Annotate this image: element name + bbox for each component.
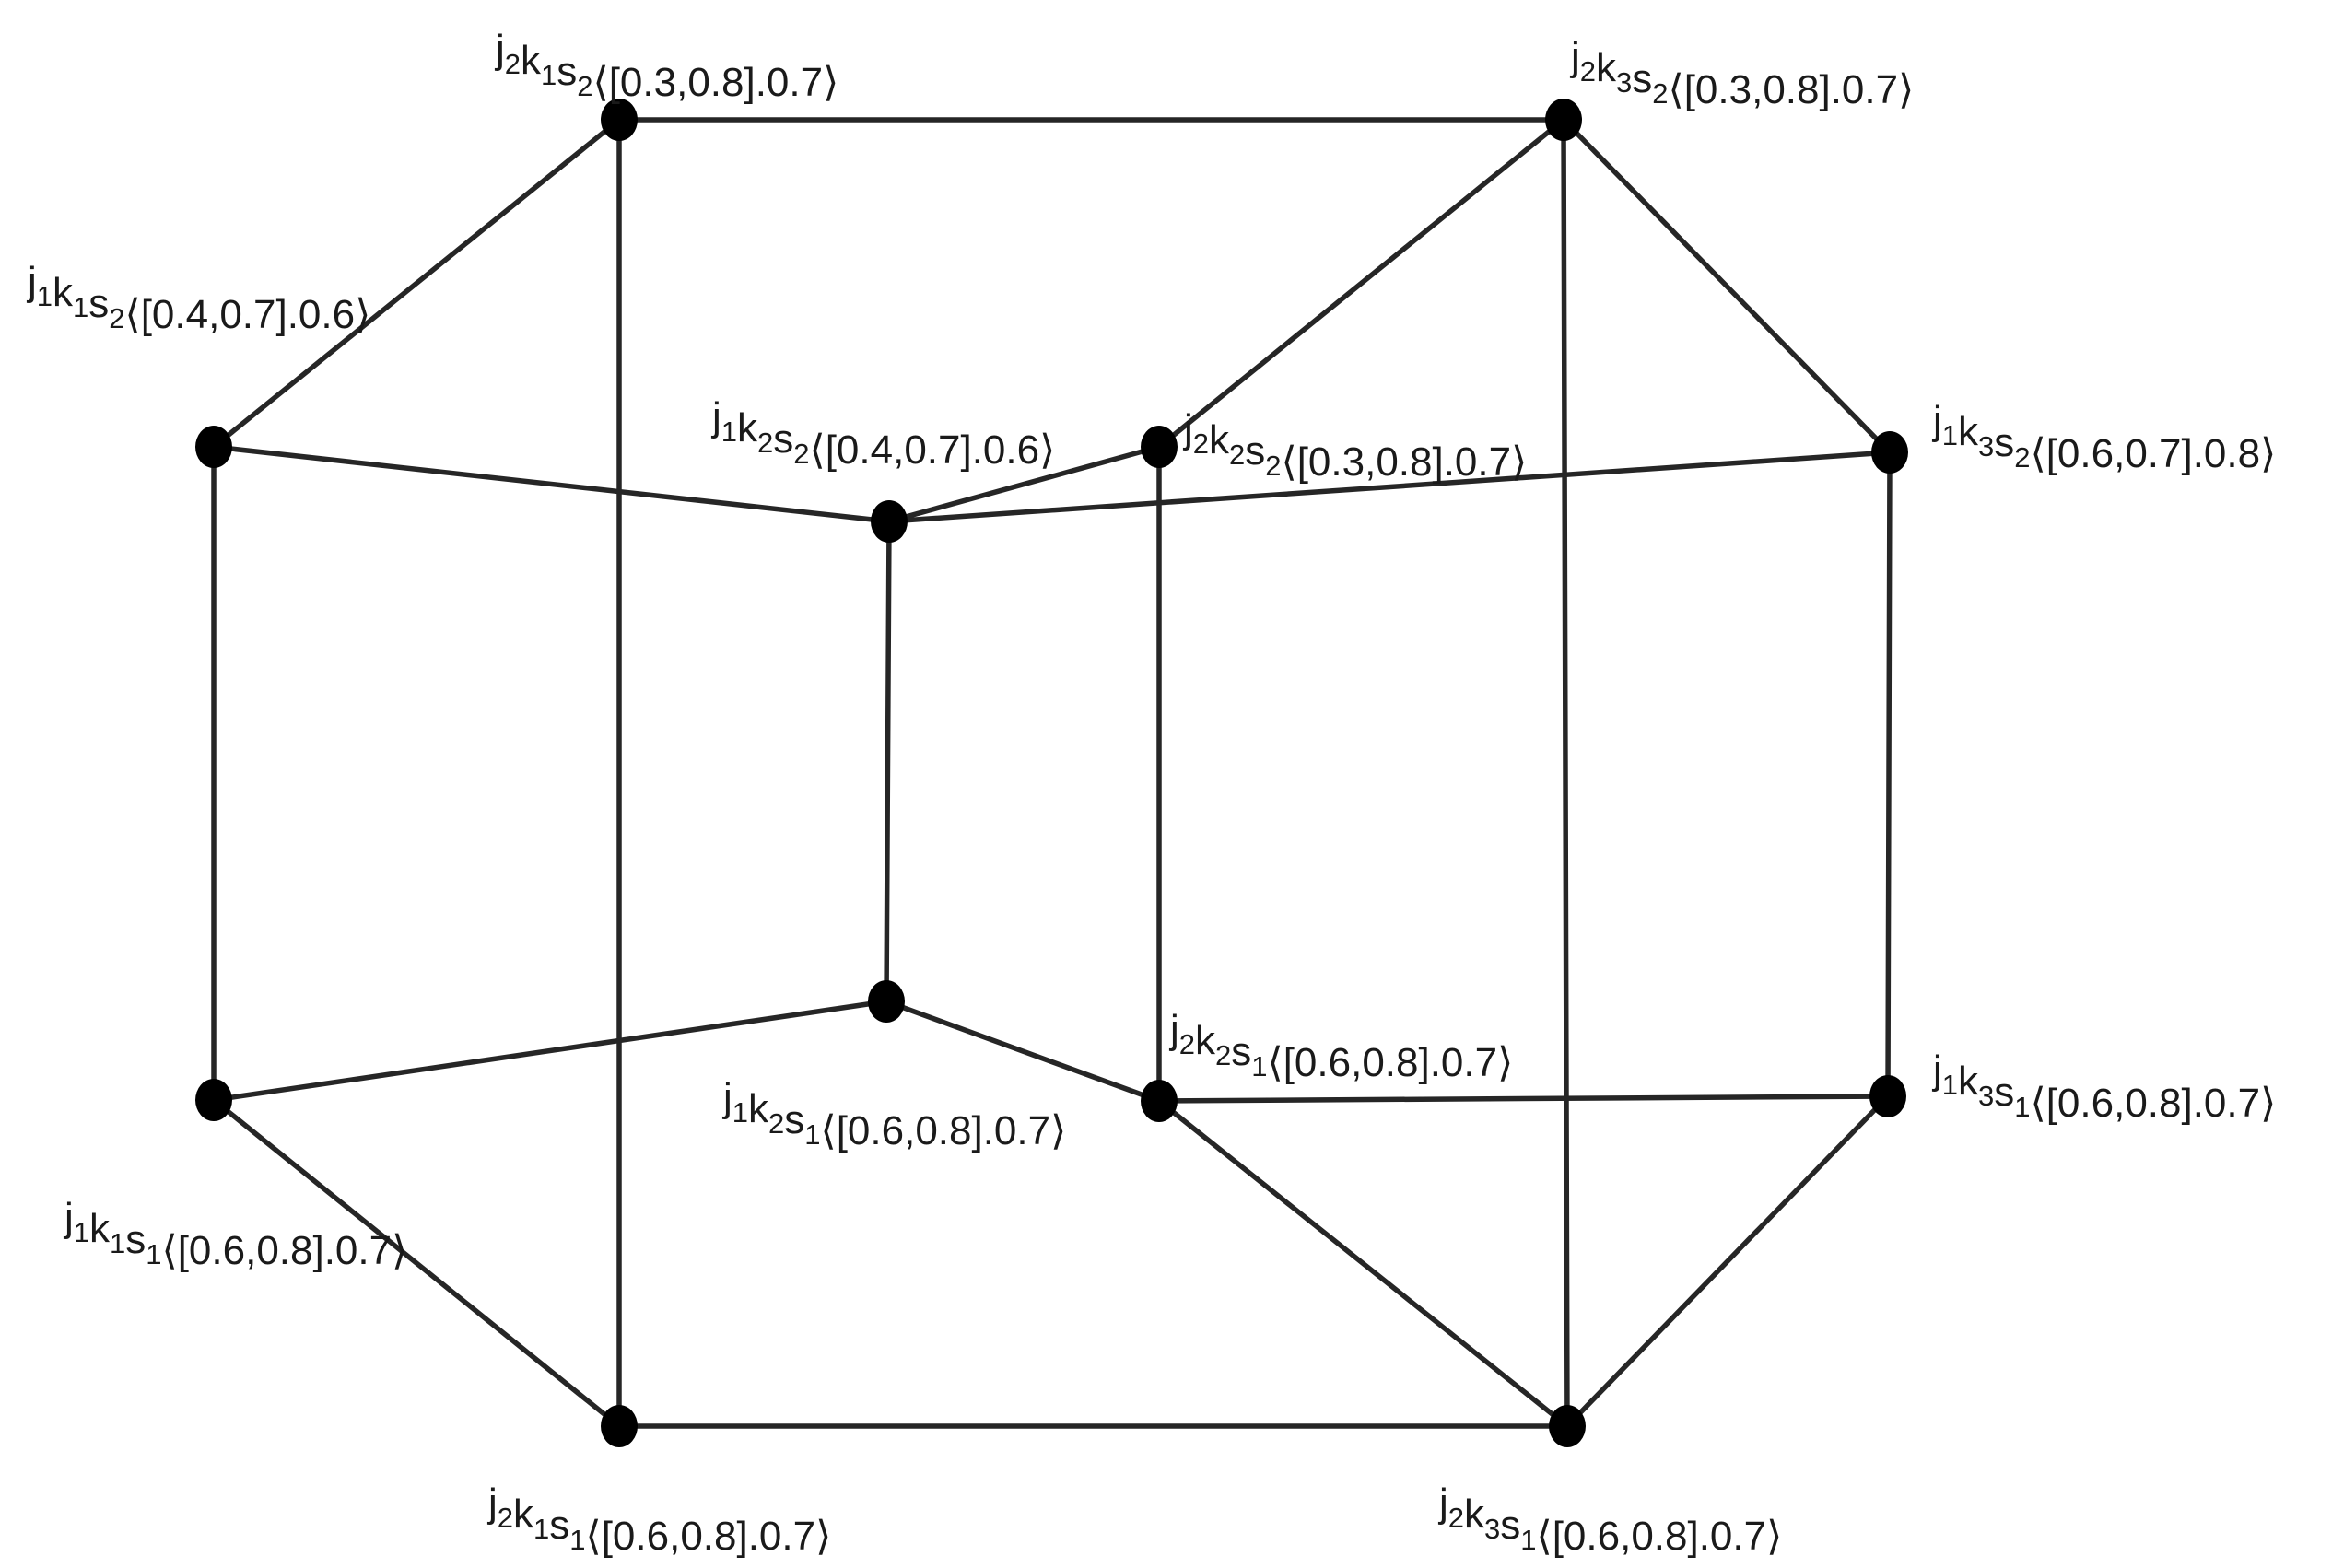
node-label-j2k2s2: j2k2s2⟨[0.3,0.8].0.7⟩ <box>1182 406 1527 485</box>
node-label-j1k1s2: j1k1s2⟨[0.4,0.7].0.6⟩ <box>26 259 370 337</box>
node-label-j1k2s2: j1k2s2⟨[0.4,0.7].0.6⟩ <box>710 394 1055 473</box>
node-j1k2s1 <box>868 980 905 1023</box>
edge-j2k1s2-j1k1s2 <box>211 117 622 450</box>
edge-j1k2s1-j1k1s1 <box>211 999 889 1103</box>
node-j1k1s1 <box>195 1079 232 1121</box>
node-j2k3s2 <box>1545 99 1582 141</box>
edge-j1k2s2-j2k2s2 <box>886 444 1162 524</box>
node-label-j1k1s1: j1k1s1⟨[0.6,0.8].0.7⟩ <box>63 1195 407 1273</box>
node-j2k1s2 <box>601 99 638 141</box>
node-j2k3s1 <box>1549 1405 1586 1447</box>
nodes-layer <box>195 99 1908 1447</box>
edge-j1k3s2-j1k3s1 <box>1885 450 1893 1099</box>
node-label-j2k3s2: j2k3s2⟨[0.3,0.8].0.7⟩ <box>1569 34 1914 112</box>
edge-j1k2s1-j2k2s1 <box>884 999 1162 1104</box>
edge-j2k3s2-j2k2s2 <box>1156 117 1566 450</box>
node-j1k2s2 <box>871 500 908 543</box>
labels-layer: j2k1s2⟨[0.3,0.8].0.7⟩ j2k3s2⟨[0.3,0.8].0.… <box>26 27 2276 1559</box>
node-j1k1s2 <box>195 426 232 468</box>
edge-j2k2s1-j2k3s1 <box>1156 1098 1570 1429</box>
node-j2k1s1 <box>601 1405 638 1447</box>
edge-j1k2s2-j1k3s2 <box>886 450 1893 524</box>
edge-j2k2s1-j1k3s1 <box>1156 1094 1891 1104</box>
edge-j1k2s2-j1k2s1 <box>884 519 892 1004</box>
node-label-j1k2s1: j1k2s1⟨[0.6,0.8].0.7⟩ <box>721 1075 1066 1153</box>
node-label-j2k1s2: j2k1s2⟨[0.3,0.8].0.7⟩ <box>494 27 838 105</box>
node-label-j2k1s1: j2k1s1⟨[0.6,0.8].0.7⟩ <box>486 1480 831 1559</box>
edge-j2k3s2-j2k3s1 <box>1561 117 1570 1429</box>
edge-j1k1s1-j2k1s1 <box>211 1097 622 1429</box>
node-label-j2k3s1: j2k3s1⟨[0.6,0.8].0.7⟩ <box>1437 1480 1782 1559</box>
node-j2k2s2 <box>1141 426 1178 468</box>
edge-j1k3s1-j2k3s1 <box>1564 1094 1891 1429</box>
node-label-j2k2s1: j2k2s1⟨[0.6,0.8].0.7⟩ <box>1168 1007 1513 1085</box>
node-j1k3s2 <box>1871 431 1908 474</box>
node-j1k3s1 <box>1869 1075 1906 1117</box>
node-label-j1k3s2: j1k3s2⟨[0.6,0.7].0.8⟩ <box>1931 398 2276 476</box>
node-label-j1k3s1: j1k3s1⟨[0.6,0.8].0.7⟩ <box>1931 1047 2276 1126</box>
node-j2k2s1 <box>1141 1080 1178 1122</box>
edge-j1k1s2-j1k2s2 <box>211 444 892 524</box>
edge-j2k3s2-j1k3s2 <box>1561 117 1893 455</box>
edges-layer <box>211 117 1893 1429</box>
